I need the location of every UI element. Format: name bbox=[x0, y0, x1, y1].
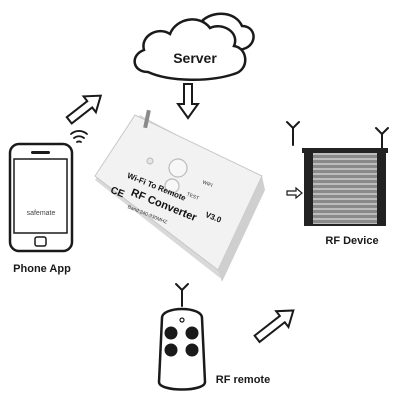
shutter-slat bbox=[313, 200, 377, 203]
arrow-remote-to-rfdevice bbox=[253, 309, 295, 344]
shutter-slat bbox=[313, 215, 377, 218]
wifi-signal-icon bbox=[70, 130, 88, 143]
shutter-slat bbox=[313, 155, 377, 158]
rf-remote-illustration bbox=[157, 307, 207, 391]
rf-device-antenna-icon bbox=[286, 121, 389, 153]
wifi-button-label: WIFI bbox=[201, 179, 213, 189]
shutter-slat bbox=[313, 180, 377, 183]
shutter-slat bbox=[313, 210, 377, 213]
arrow-converter-to-rfdevice bbox=[286, 186, 303, 200]
shutter-slat bbox=[313, 175, 377, 178]
rf-device-label: RF Device bbox=[325, 235, 379, 247]
phone-screen-brand: safemate bbox=[26, 210, 56, 217]
shutter-slat bbox=[313, 185, 377, 188]
rf-device-shutter bbox=[302, 148, 388, 226]
arrow-phone-to-server bbox=[65, 94, 103, 125]
ce-mark: CE bbox=[109, 185, 126, 201]
shutter-slat bbox=[313, 165, 377, 168]
shutter-slat bbox=[313, 170, 377, 173]
shutter-slat bbox=[313, 190, 377, 193]
test-button-label: TEST bbox=[186, 191, 200, 201]
arrow-server-to-converter bbox=[176, 83, 200, 120]
shutter-slat bbox=[313, 160, 377, 163]
shutter-slat bbox=[313, 195, 377, 198]
shutter-slat bbox=[313, 205, 377, 208]
rf-remote-antenna-icon bbox=[175, 283, 189, 307]
server-label: Server bbox=[173, 50, 217, 66]
rf-converter-device: WIFI TEST Wi-Fi To Remote RF Converter V… bbox=[94, 109, 265, 282]
shutter-slat bbox=[313, 220, 377, 223]
phone-illustration bbox=[8, 142, 74, 253]
rf-remote-label: RF remote bbox=[215, 374, 271, 386]
server-cloud bbox=[133, 12, 255, 81]
wifi-button bbox=[168, 158, 188, 178]
test-button bbox=[164, 178, 180, 194]
phone-app-label: Phone App bbox=[13, 263, 71, 275]
